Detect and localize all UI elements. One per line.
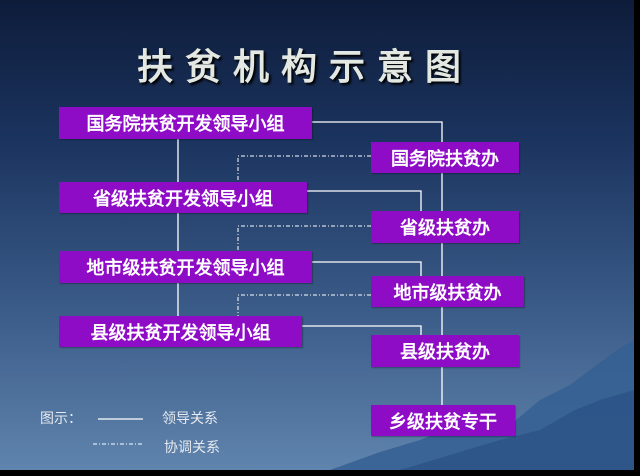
page-title: 扶贫机构示意图 — [137, 46, 474, 88]
solid-line — [312, 121, 443, 405]
dashed-line — [237, 155, 371, 182]
legend-dashed-label: 协调关系 — [164, 440, 220, 456]
node-township-cadre: 乡级扶贫专干 — [371, 405, 515, 436]
node-prefecture-office: 地市级扶贫办 — [371, 276, 524, 307]
solid-line — [312, 261, 422, 276]
dashed-line — [237, 294, 371, 316]
leadership-lines — [177, 121, 443, 405]
slide: 扶贫机构示意图 国务院扶贫开发领导小组 省级扶贫开发领导小组 地市级扶贫开发领导… — [0, 0, 634, 470]
legend-solid-label: 领导关系 — [162, 411, 218, 427]
node-provincial-office: 省级扶贫办 — [371, 211, 519, 243]
coordination-lines — [237, 155, 371, 316]
node-state-council-leading-group: 国务院扶贫开发领导小组 — [59, 107, 312, 139]
node-provincial-leading-group: 省级扶贫开发领导小组 — [59, 182, 307, 213]
connector-lines — [93, 121, 443, 445]
legend-prefix: 图示： — [40, 411, 82, 427]
solid-line — [302, 325, 422, 335]
dashed-line — [237, 225, 371, 251]
mountain-background — [330, 340, 634, 470]
node-prefecture-leading-group: 地市级扶贫开发领导小组 — [59, 251, 312, 283]
node-state-council-office: 国务院扶贫办 — [371, 142, 519, 173]
node-county-office: 县级扶贫办 — [371, 335, 519, 367]
solid-line — [307, 190, 422, 211]
node-county-leading-group: 县级扶贫开发领导小组 — [59, 316, 302, 347]
